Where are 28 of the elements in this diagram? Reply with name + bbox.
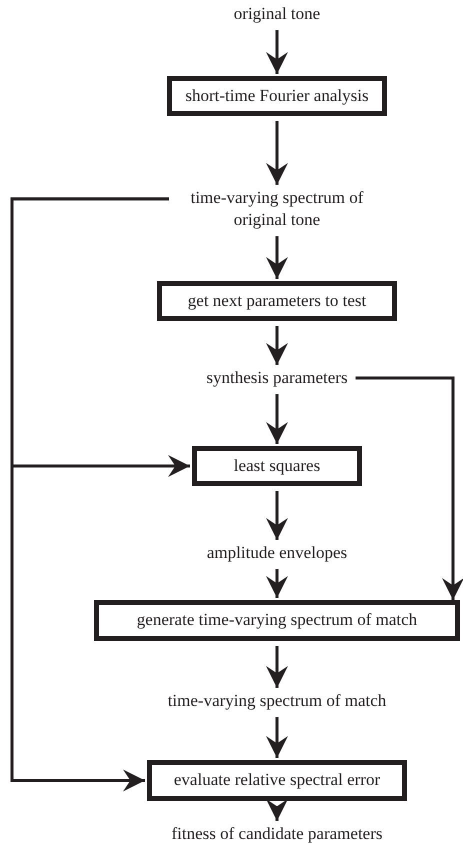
- box-label: get next parameters to test: [188, 290, 366, 312]
- signal-label: fitness of candidate parameters: [172, 822, 382, 845]
- signal-label: amplitude envelopes: [206, 542, 348, 564]
- arrow: [266, 717, 288, 758]
- arrow: [266, 326, 288, 365]
- signal-label: time-varying spectrum of original tone: [190, 186, 364, 231]
- process-box: [192, 446, 362, 486]
- box-label: least squares: [234, 454, 320, 477]
- signal-label: synthesis parameters: [206, 366, 348, 389]
- arrow: [266, 394, 288, 444]
- process-box: [167, 76, 387, 116]
- arrow: [266, 798, 288, 821]
- process-box: [147, 760, 407, 801]
- signal-label: time-varying spectrum of match: [168, 690, 386, 712]
- arrow: [266, 30, 288, 74]
- arrow: [266, 646, 288, 688]
- arrow: [266, 121, 288, 185]
- box-label: evaluate relative spectral error: [174, 769, 380, 792]
- arrow: [10, 197, 169, 792]
- arrow: [356, 376, 463, 600]
- signal-label: original tone: [234, 2, 320, 25]
- box-label: short-time Fourier analysis: [185, 84, 369, 107]
- arrow: [266, 569, 288, 598]
- process-box: [157, 281, 397, 321]
- arrow: [266, 491, 288, 540]
- box-label: generate time-varying spectrum of match: [136, 609, 418, 632]
- arrow: [266, 236, 288, 279]
- process-box: [94, 600, 460, 641]
